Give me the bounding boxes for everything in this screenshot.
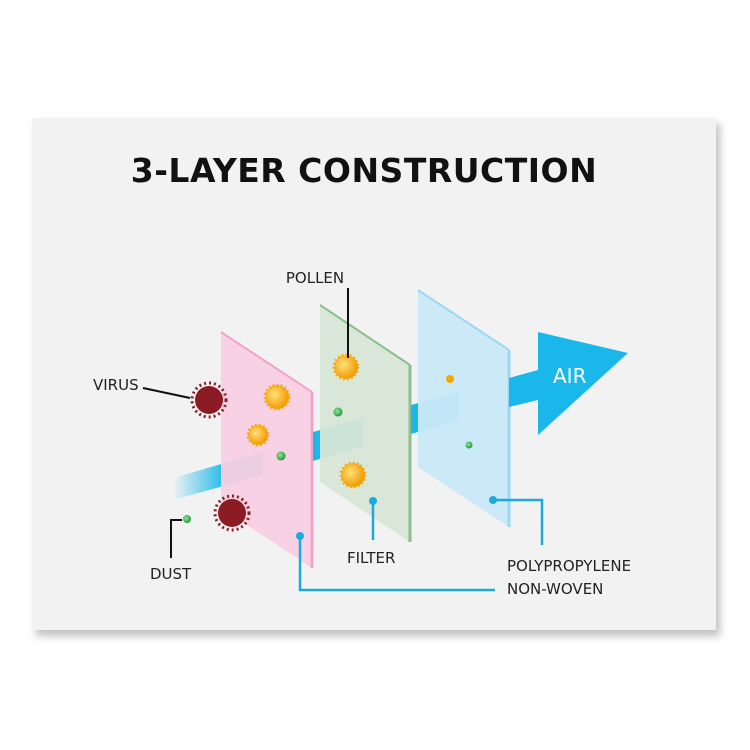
air-label: AIR xyxy=(553,364,587,388)
filter-label: FILTER xyxy=(347,549,395,567)
layer-green xyxy=(320,305,410,542)
dust-label: DUST xyxy=(150,565,192,583)
virus-icon xyxy=(190,381,251,532)
page-title: 3-LAYER CONSTRUCTION xyxy=(131,151,597,190)
pollen-label: POLLEN xyxy=(286,269,344,287)
non-woven-label: NON-WOVEN xyxy=(507,580,603,598)
virus-label: VIRUS xyxy=(93,376,139,394)
layer-blue xyxy=(418,290,509,527)
air-arrow xyxy=(509,332,628,435)
pollen-small-icon xyxy=(446,375,454,383)
polypropylene-label: POLYPROPYLENE xyxy=(507,557,631,575)
dust-icon xyxy=(183,407,473,523)
pollen-icon xyxy=(246,353,367,489)
